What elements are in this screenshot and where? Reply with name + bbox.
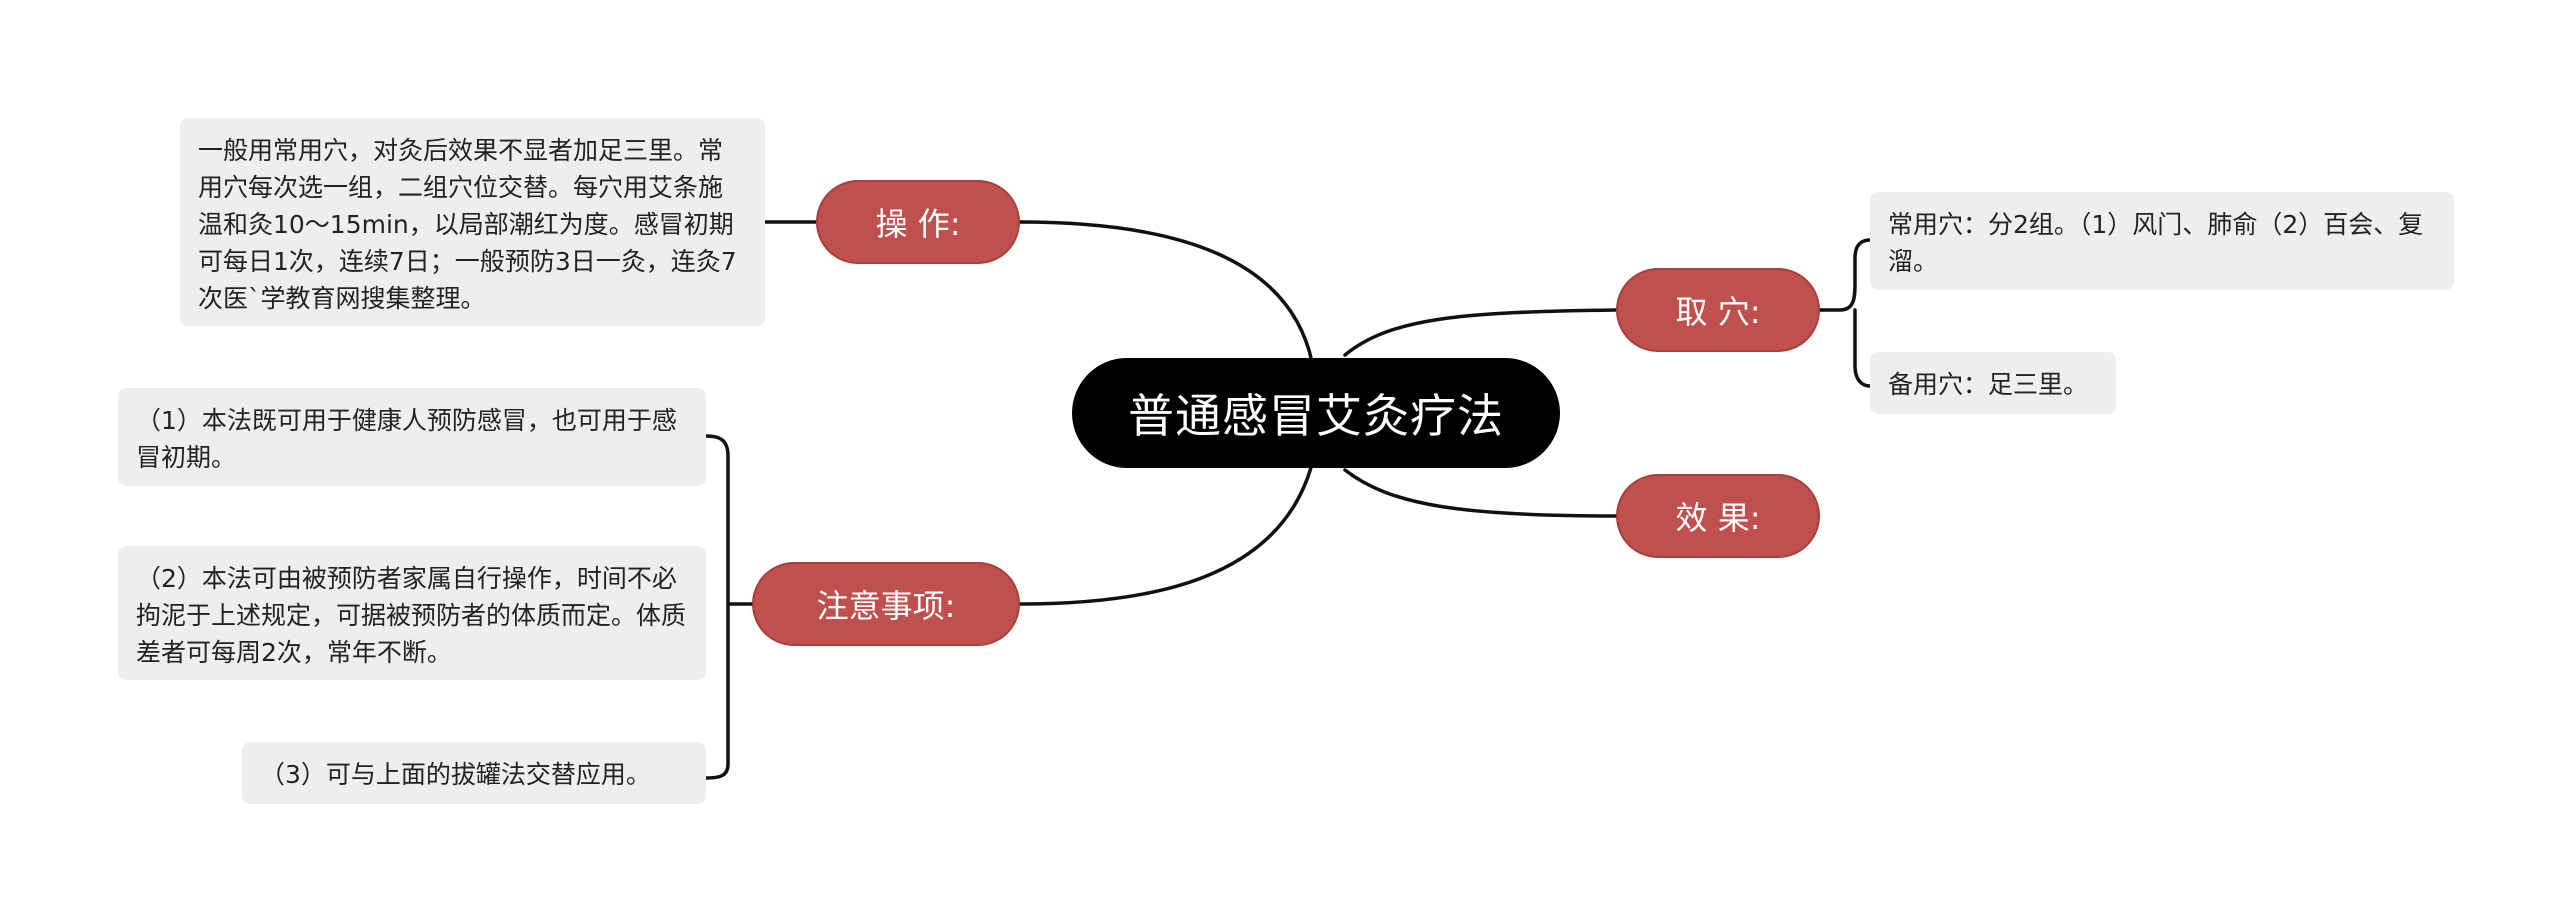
link-root-precautions	[1018, 462, 1314, 606]
link-precautions-bracket	[704, 434, 754, 780]
note-precaution-2[interactable]: （2）本法可由被预防者家属自行操作，时间不必拘泥于上述规定，可据被预防者的体质而…	[118, 546, 706, 680]
root-topic[interactable]: 普通感冒艾灸疗法	[1072, 358, 1560, 468]
note-precaution-3[interactable]: （3）可与上面的拔罐法交替应用。	[242, 742, 706, 804]
note-acupoints-main[interactable]: 常用穴：分2组。（1）风门、肺俞（2）百会、复溜。	[1870, 192, 2454, 290]
link-acupoints-bracket	[1818, 238, 1872, 388]
note-operation[interactable]: 一般用常用穴，对灸后效果不显者加足三里。常用穴每次选一组，二组穴位交替。每穴用艾…	[180, 118, 765, 326]
branch-precautions[interactable]: 注意事项:	[752, 562, 1020, 646]
note-acupoints-backup[interactable]: 备用穴：足三里。	[1870, 352, 2116, 414]
link-root-effect	[1343, 468, 1618, 518]
branch-acupoints[interactable]: 取 穴:	[1616, 268, 1820, 352]
branch-operation[interactable]: 操 作:	[816, 180, 1020, 264]
branch-effect[interactable]: 效 果:	[1616, 474, 1820, 558]
link-root-operation	[1018, 220, 1314, 364]
note-precaution-1[interactable]: （1）本法既可用于健康人预防感冒，也可用于感冒初期。	[118, 388, 706, 486]
link-root-acupoints	[1343, 308, 1618, 357]
